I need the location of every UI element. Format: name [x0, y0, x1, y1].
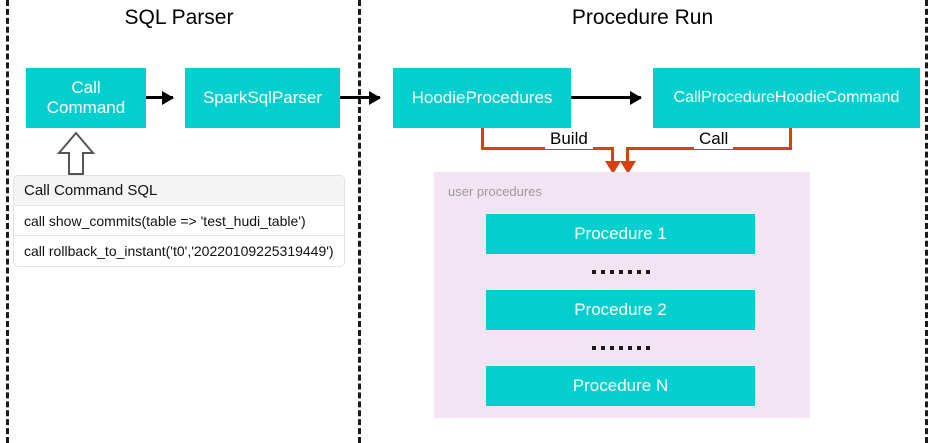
- divider-left: [6, 0, 9, 443]
- procedure-box[interactable]: Procedure N: [486, 366, 755, 406]
- user-procedures-panel: user procedures Procedure 1 Procedure 2 …: [434, 172, 810, 418]
- node-call-command-line2: Command: [46, 98, 126, 117]
- call-connector-vertical: [789, 128, 792, 150]
- divider-right: [925, 0, 928, 443]
- procedure-box[interactable]: Procedure 2: [486, 290, 755, 330]
- edge-label-call: Call: [694, 129, 734, 149]
- node-call-command-line1: Call: [71, 78, 101, 98]
- node-spark-sql-parser[interactable]: SparkSqlParser: [185, 68, 340, 128]
- divider-middle: [358, 0, 361, 443]
- procedure-box[interactable]: Procedure 1: [486, 214, 755, 254]
- section-title-sql-parser: SQL Parser: [124, 6, 234, 29]
- call-arrowhead-icon: [620, 161, 636, 174]
- procedure-dots-separator: [486, 254, 755, 290]
- node-hoodie-procedures[interactable]: HoodieProcedures: [393, 68, 571, 128]
- build-connector-drop: [611, 147, 614, 163]
- build-connector-vertical: [481, 128, 484, 150]
- section-title-procedure-run: Procedure Run: [571, 6, 714, 29]
- call-connector-drop: [626, 147, 629, 163]
- sql-table-row: call show_commits(table => 'test_hudi_ta…: [14, 206, 344, 236]
- arrow-spark-sql-parser-to-hoodie-procedures: [340, 96, 380, 99]
- build-arrowhead-icon: [605, 161, 621, 174]
- arrow-call-command-to-spark-sql-parser: [146, 96, 173, 99]
- procedure-dots-separator: [486, 330, 755, 366]
- sql-table-row: call rollback_to_instant('t0','202201092…: [24, 243, 334, 259]
- node-call-procedure-hoodie-command[interactable]: CallProcedureHoodieCommand: [653, 68, 920, 128]
- sql-table-header: Call Command SQL: [14, 176, 344, 206]
- call-command-sql-table: Call Command SQL call show_commits(table…: [14, 176, 344, 266]
- node-call-command[interactable]: Call Command: [26, 68, 146, 128]
- hollow-up-arrow-icon: [57, 131, 95, 175]
- edge-label-build: Build: [545, 129, 593, 149]
- user-procedures-label: user procedures: [448, 184, 542, 199]
- arrow-hoodie-procedures-to-call-procedure-hoodie-command: [571, 96, 641, 99]
